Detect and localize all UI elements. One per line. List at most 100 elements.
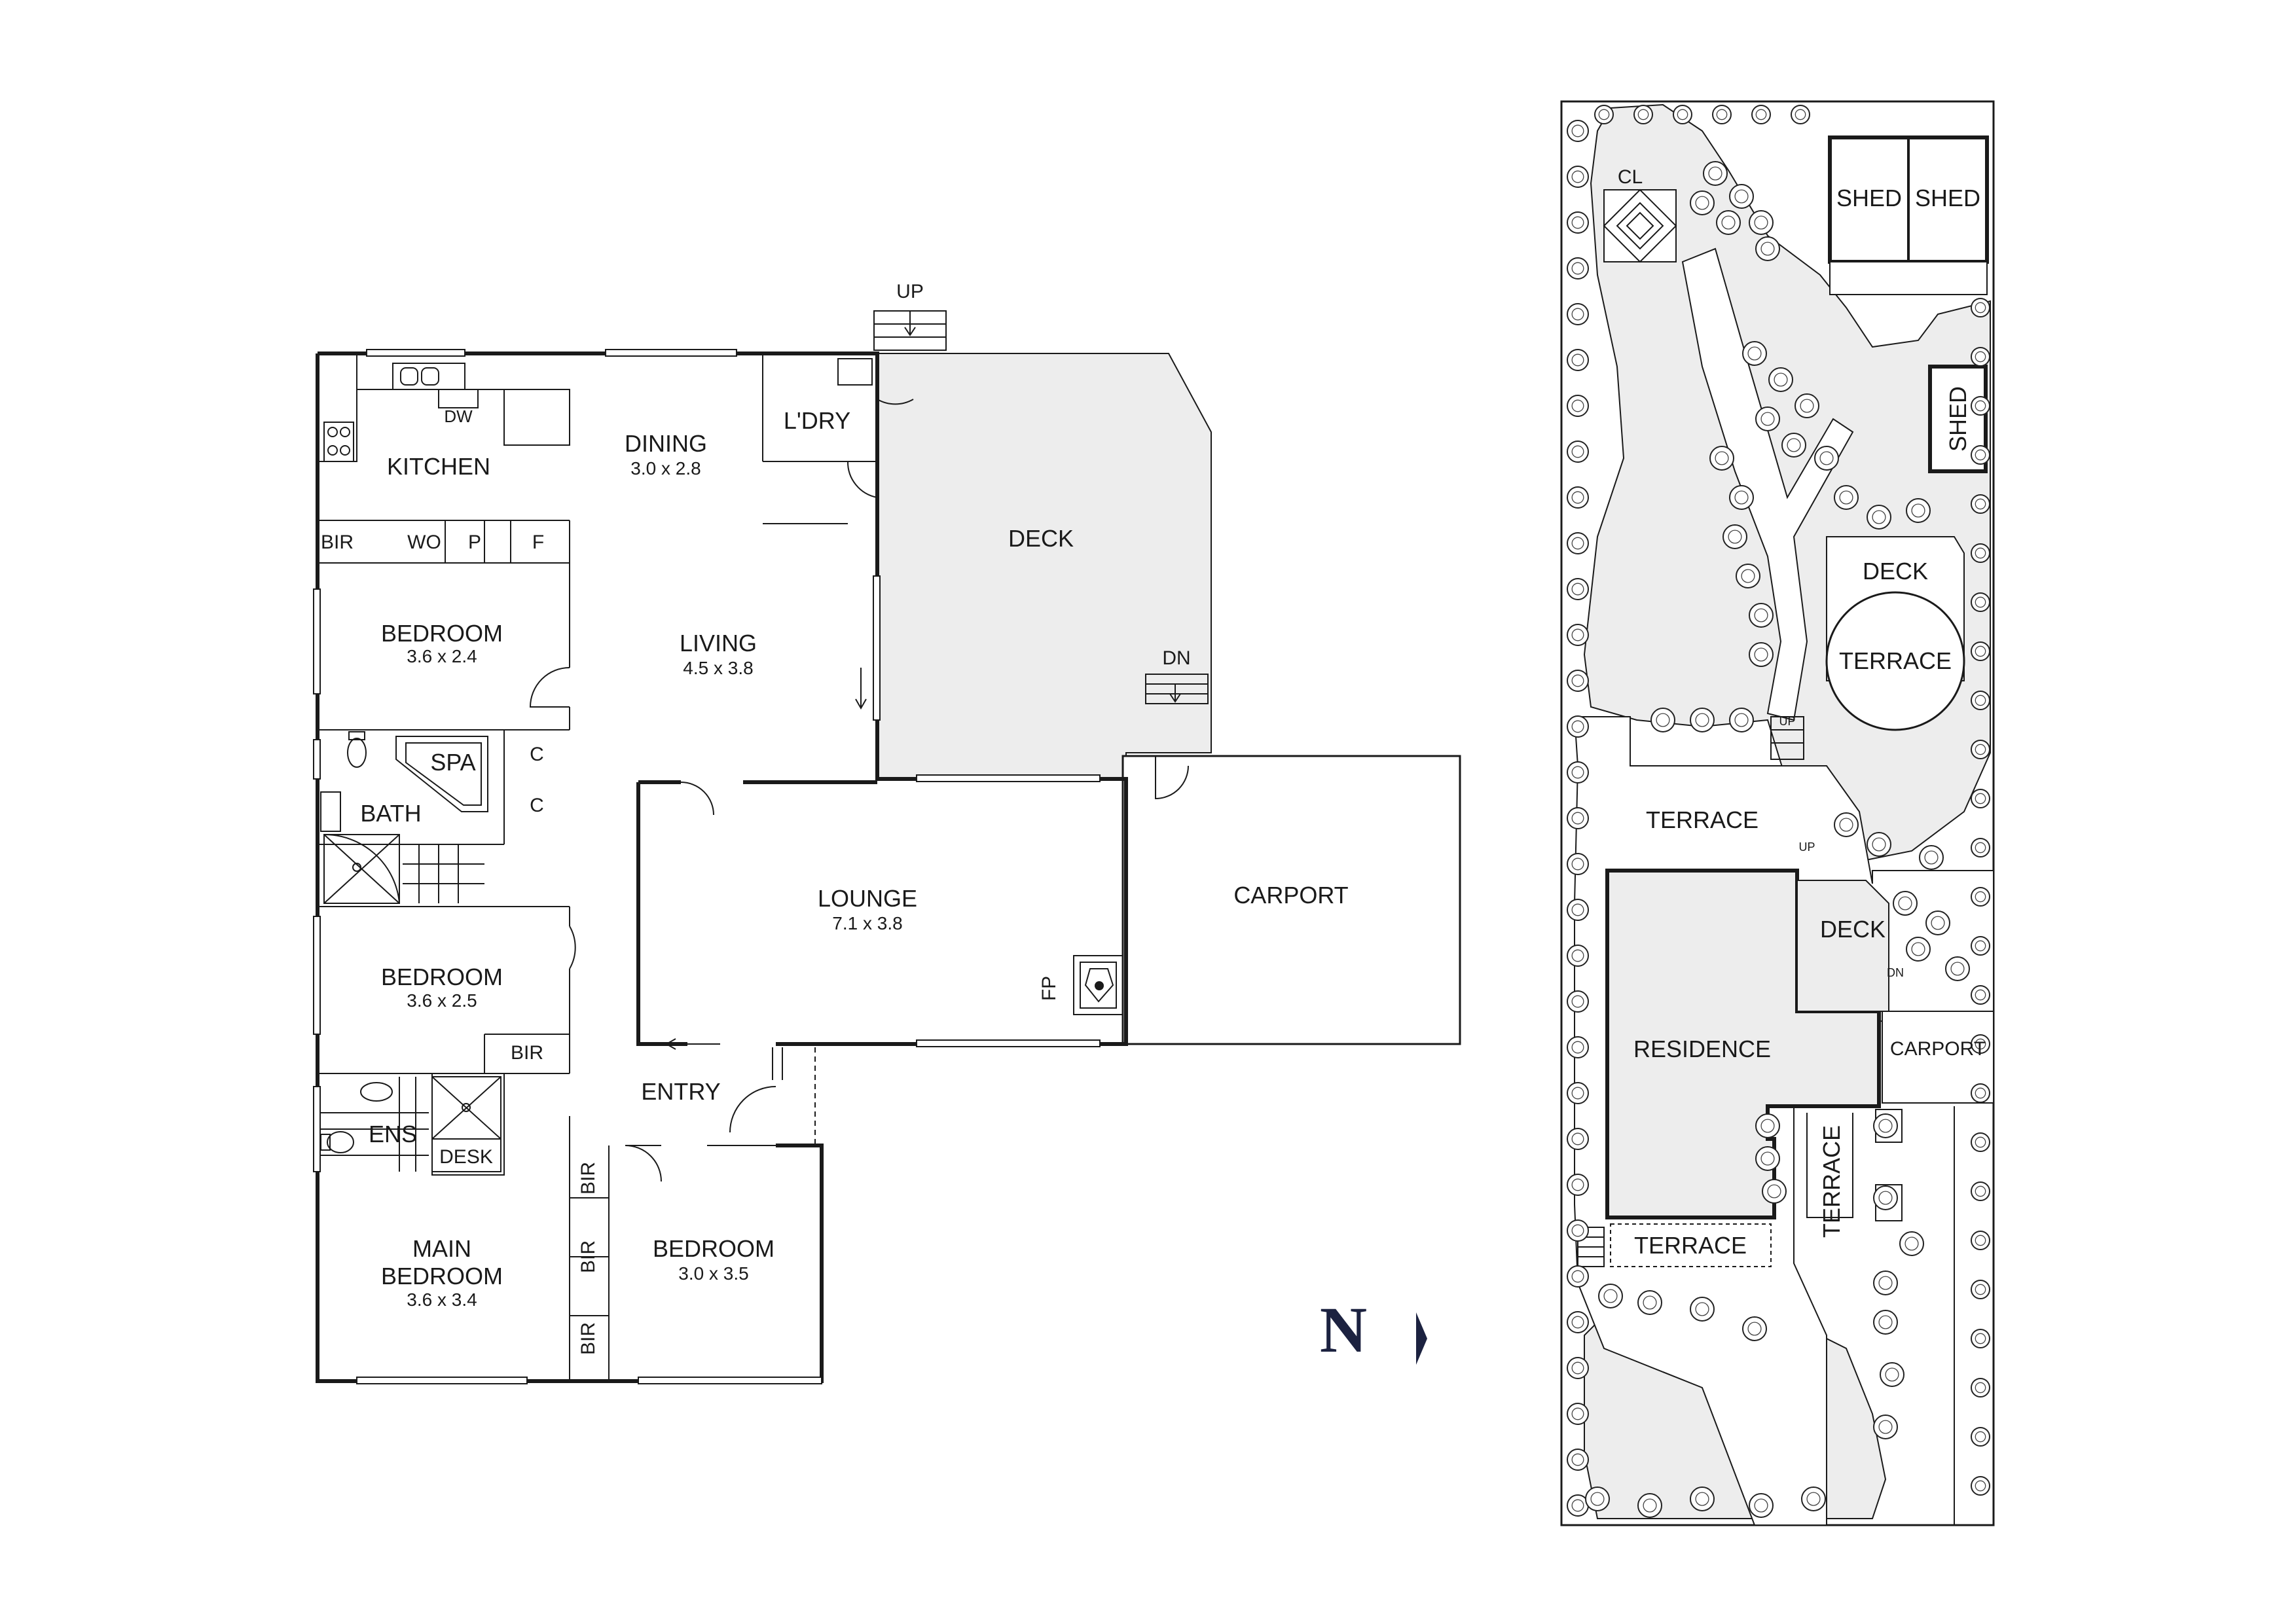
tree-icon-inner	[1643, 1295, 1657, 1310]
compass-letter: N	[1320, 1293, 1367, 1366]
tree-icon	[1781, 433, 1806, 458]
tree-icon-inner	[1975, 302, 1986, 314]
tree-icon	[1567, 120, 1589, 142]
tree-icon-inner	[1760, 242, 1775, 256]
tree-icon	[1755, 1146, 1780, 1171]
tree-icon-inner	[1747, 1322, 1762, 1336]
tree-icon	[1971, 347, 1990, 367]
tree-icon-inner	[1708, 166, 1722, 181]
tree-icon	[1722, 524, 1747, 549]
tree-icon-inner	[1839, 818, 1853, 832]
tree-icon	[1567, 853, 1589, 875]
site-label-deck-2: DECK	[1820, 916, 1886, 943]
tree-icon-inner	[1571, 1132, 1584, 1145]
tree-icon-inner	[1571, 1270, 1584, 1283]
tree-icon-inner	[1754, 647, 1768, 662]
tree-icon-inner	[1975, 498, 1986, 510]
stair-up-label: UP	[896, 281, 924, 302]
tree-icon-inner	[1760, 1151, 1775, 1166]
tree-icon	[1749, 1493, 1774, 1518]
tree-icon-inner	[1975, 1382, 1986, 1394]
tree-icon-inner	[1806, 1492, 1821, 1506]
tree-icon	[1971, 740, 1990, 759]
carport-area	[1121, 755, 1461, 1045]
tree-icon	[1971, 1034, 1990, 1054]
tree-icon-inner	[1872, 510, 1886, 524]
tree-icon-inner	[1677, 109, 1688, 120]
compass-arrow-icon	[1416, 1312, 1427, 1365]
site-label-dn: DN	[1887, 966, 1904, 979]
tree-icon-inner	[1571, 1361, 1584, 1375]
site-plan-labels: CL SHED SHED SHED DECK TERRACE UP TERRAC…	[1618, 166, 1986, 1259]
site-label-shed-2: SHED	[1915, 185, 1980, 211]
tree-icon	[1971, 789, 1990, 808]
room-dims-dining: 3.0 x 2.8	[630, 458, 701, 478]
tree-icon	[1742, 1316, 1767, 1341]
tree-icon	[1567, 1174, 1589, 1196]
tree-icon-inner	[1571, 537, 1584, 550]
tree-icon-inner	[1975, 793, 1986, 804]
tree-icon-inner	[1975, 744, 1986, 755]
room-dims-main-bedroom: 3.6 x 3.4	[407, 1289, 477, 1310]
tree-icon	[1673, 105, 1692, 124]
tree-icon-inner	[1950, 962, 1965, 976]
tree-icon-inner	[1571, 491, 1584, 504]
tree-icon	[1703, 161, 1728, 186]
tree-icon	[1971, 691, 1990, 710]
tree-icon	[1893, 891, 1918, 916]
tree-icon	[1795, 393, 1819, 418]
tree-icon-inner	[1774, 372, 1788, 387]
tree-icon-inner	[1571, 170, 1584, 183]
tree-icon	[1736, 564, 1760, 588]
room-label-bedroom-2: BEDROOM	[381, 620, 503, 647]
tree-icon	[1791, 105, 1810, 124]
tree-icon-inner	[1734, 189, 1749, 204]
tree-icon	[1971, 641, 1990, 661]
tree-icon-inner	[1571, 308, 1584, 321]
tree-icon	[1567, 1265, 1589, 1288]
tree-icon	[1567, 807, 1589, 829]
tree-icon	[1971, 887, 1990, 907]
tree-icon-inner	[1911, 503, 1925, 518]
tree-icon	[1971, 1181, 1990, 1201]
tree-icon	[1749, 210, 1774, 235]
tree-icon-inner	[1898, 896, 1912, 910]
tree-icon-inner	[1795, 109, 1806, 120]
room-label-laundry: L'DRY	[784, 407, 850, 434]
tree-icon-inner	[1571, 262, 1584, 275]
site-label-terrace-circle: TERRACE	[1839, 647, 1952, 674]
tree-icon	[1742, 341, 1767, 366]
tree-icon	[1971, 1427, 1990, 1447]
tree-icon-inner	[1728, 530, 1742, 544]
tree-icon-inner	[1754, 608, 1768, 622]
tree-icon-inner	[1975, 1038, 1986, 1050]
room-label-kitchen: KITCHEN	[387, 453, 490, 480]
tree-icon	[1567, 761, 1589, 784]
tree-icon	[1768, 367, 1793, 392]
tree-icon-inner	[1571, 1453, 1584, 1466]
tree-icon	[1690, 1487, 1715, 1511]
tree-icon	[1729, 184, 1754, 209]
tree-icon	[1867, 505, 1891, 530]
room-label-bedroom-3: BEDROOM	[381, 964, 503, 990]
tree-icon	[1925, 910, 1950, 935]
tree-icon-inner	[1885, 1367, 1899, 1382]
tree-icon	[1873, 1185, 1898, 1210]
tree-icon-inner	[1571, 628, 1584, 641]
tree-icon-inner	[1755, 109, 1767, 120]
floor-plan-labels: KITCHEN DINING 3.0 x 2.8 L'DRY DECK LIVI…	[321, 281, 1349, 1355]
stair-down-label: DN	[1162, 647, 1190, 669]
site-label-residence: RESIDENCE	[1633, 1036, 1771, 1062]
tree-icon	[1971, 494, 1990, 514]
tree-icon	[1751, 105, 1771, 124]
tree-icon	[1567, 1357, 1589, 1379]
tree-icon	[1834, 485, 1859, 510]
tree-icon-inner	[1734, 490, 1749, 505]
tree-icon-inner	[1637, 109, 1649, 120]
tree-icon-inner	[1760, 412, 1775, 426]
tree-icon	[1971, 936, 1990, 956]
tree-icon-inner	[1800, 399, 1814, 413]
fixture-cupboard-1: C	[530, 744, 544, 765]
tree-icon	[1971, 1378, 1990, 1397]
